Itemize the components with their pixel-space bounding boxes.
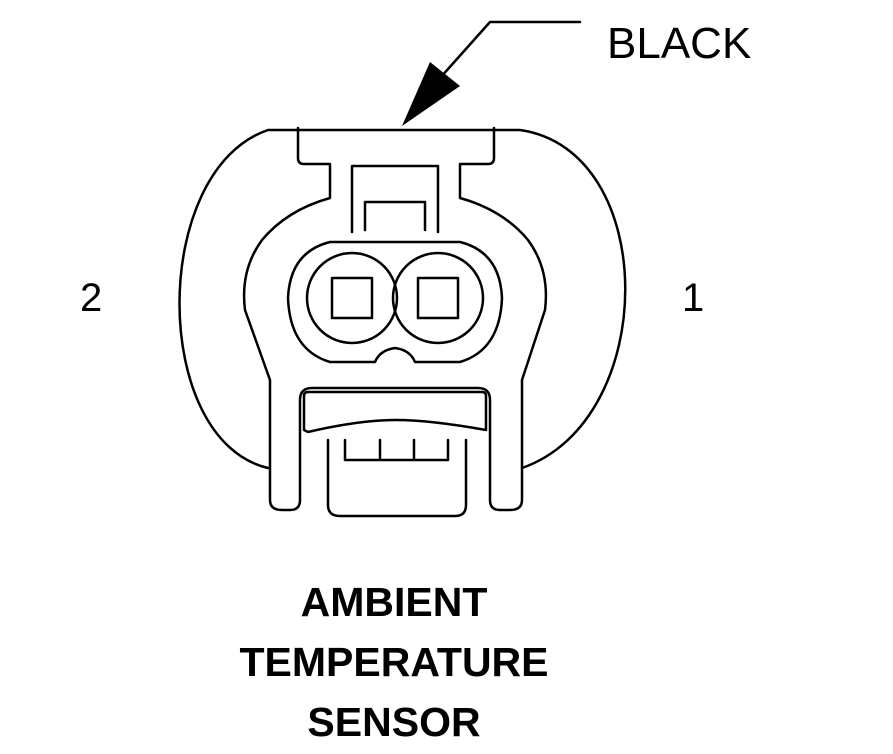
pin-number-2-label: 2 (80, 276, 103, 320)
latch-window (350, 164, 440, 234)
pin-1-cavity (391, 251, 485, 345)
pin-1-terminal (416, 276, 460, 320)
lower-key (326, 438, 468, 518)
pin-2-terminal (330, 276, 374, 320)
title-line-1: AMBIENT (300, 579, 488, 625)
connector-outer-body (178, 128, 627, 470)
lower-lock-bar (302, 390, 488, 434)
connector-color-label: BLACK (607, 19, 752, 68)
callout-arrowhead (402, 62, 460, 126)
leader-line (438, 20, 582, 80)
component-title: AMBIENT TEMPERATURE SENSOR (144, 572, 644, 752)
latch-tab (242, 126, 548, 512)
title-line-2: TEMPERATURE (239, 639, 549, 685)
pin-2-cavity (305, 251, 399, 345)
pin-number-1-label: 1 (682, 276, 705, 320)
title-line-3: SENSOR (307, 699, 481, 745)
cavity-surround (286, 240, 504, 364)
